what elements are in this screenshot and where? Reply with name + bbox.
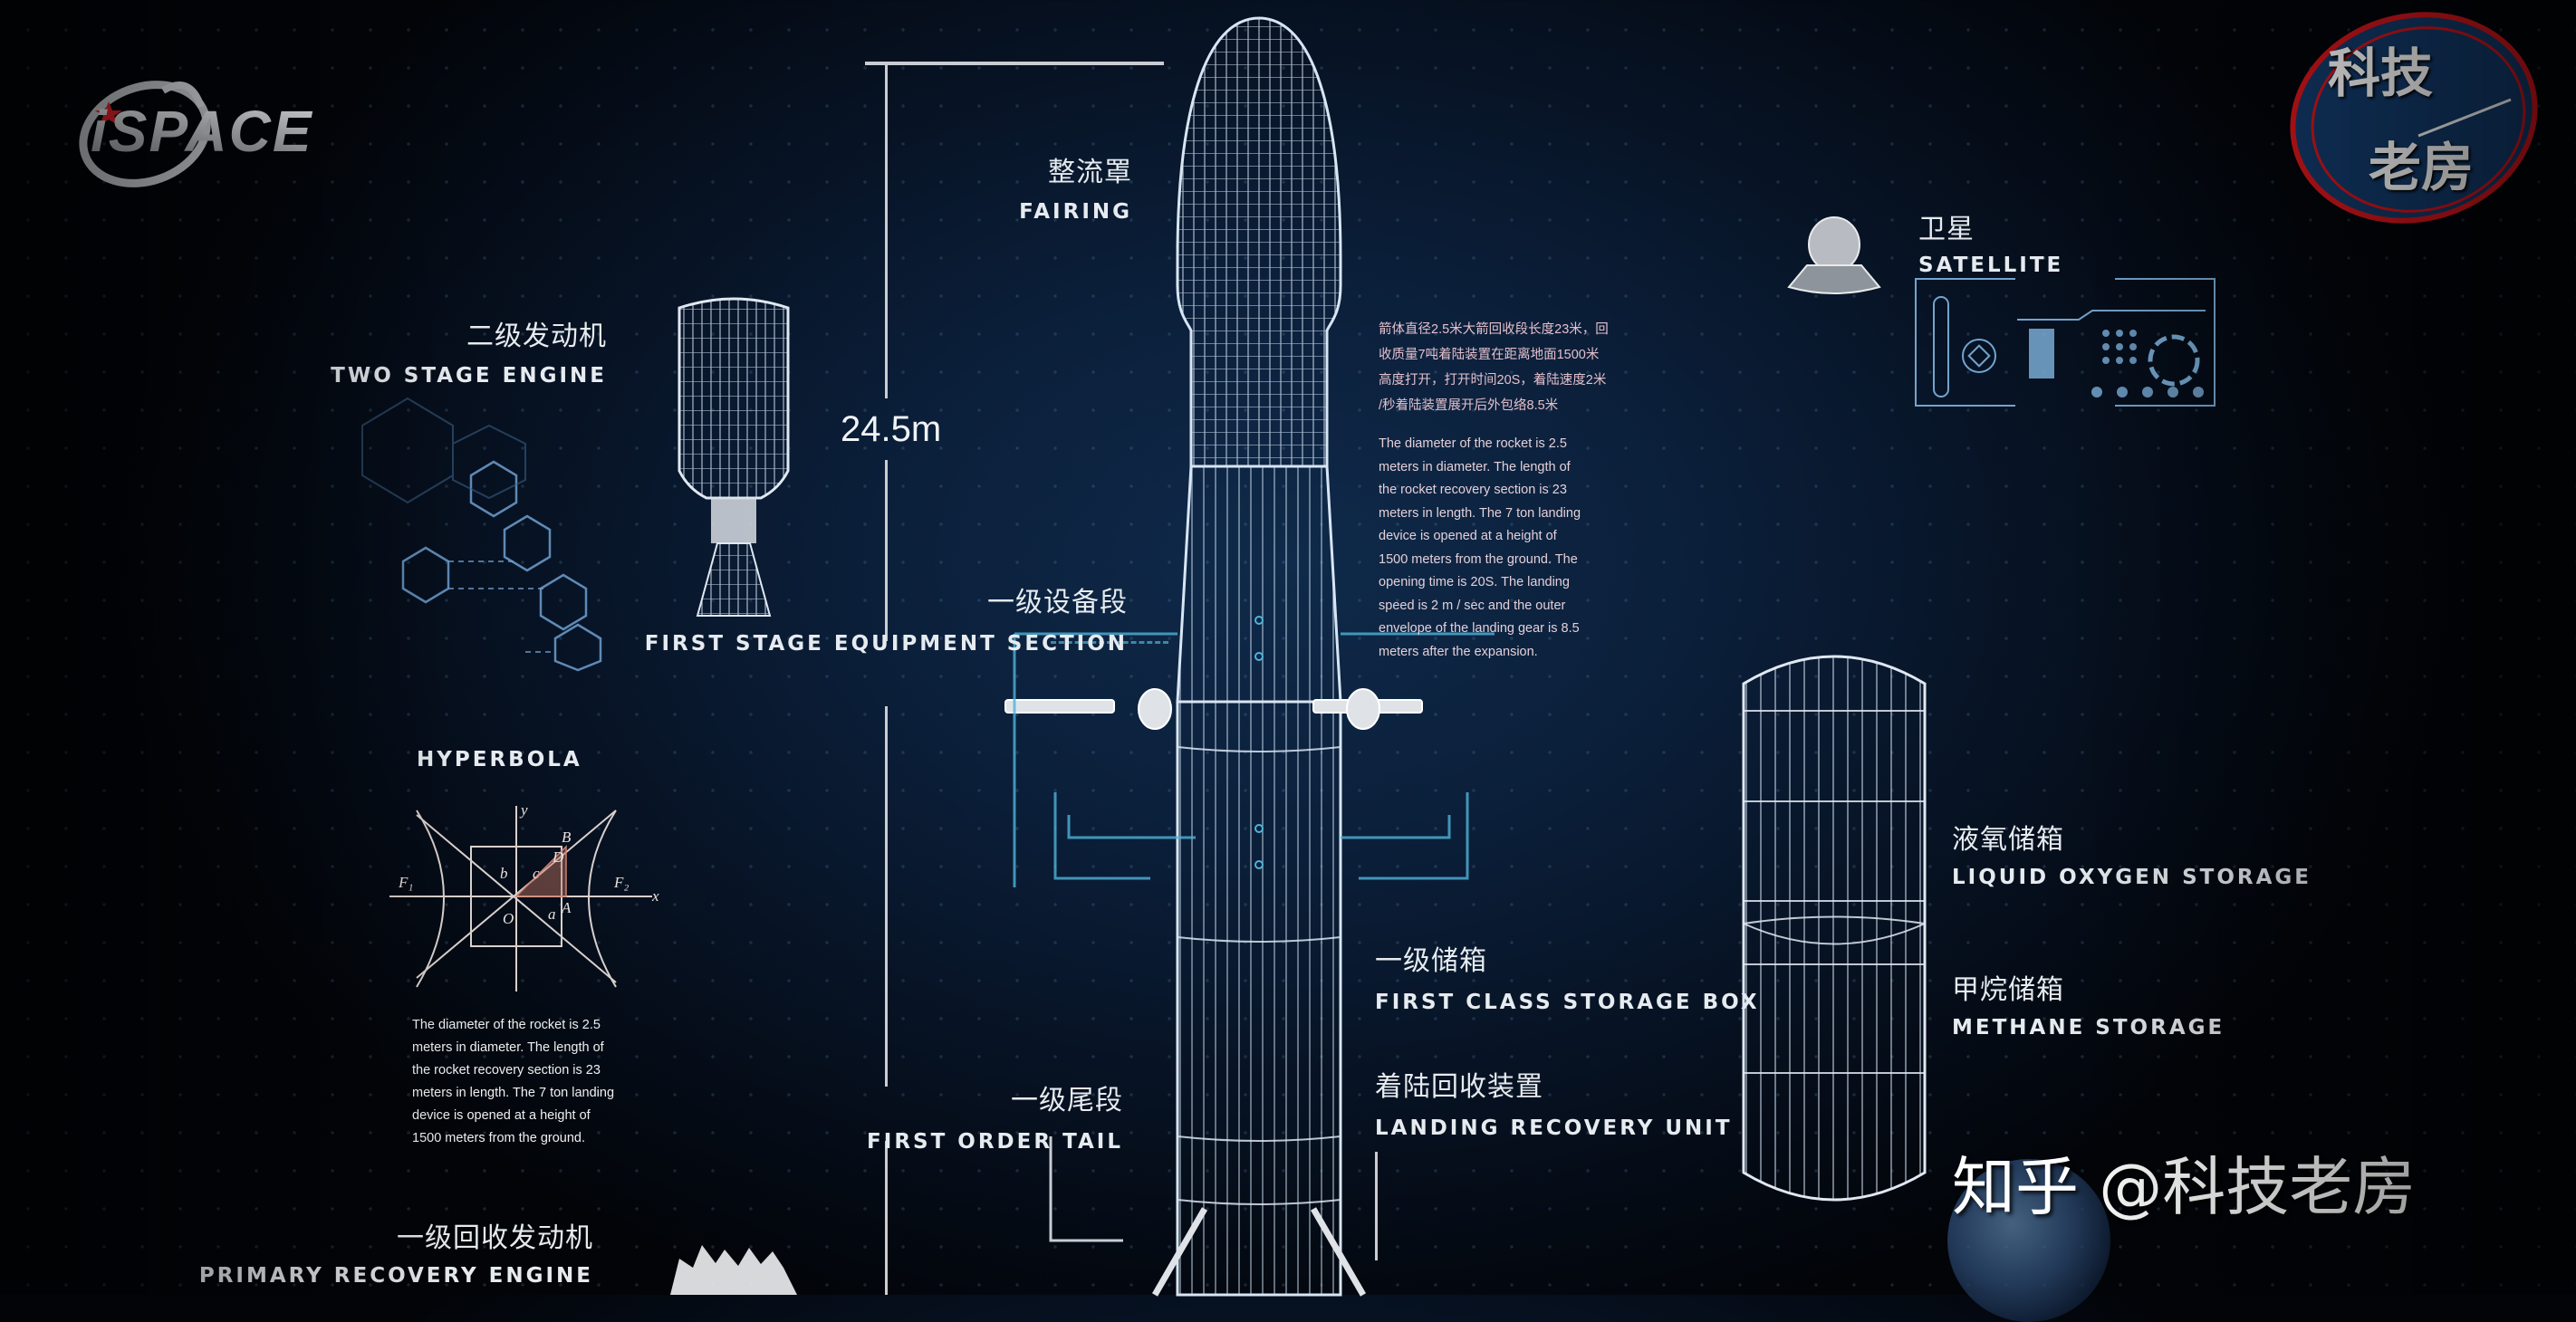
- two-stage-engine-cn: 二级发动机: [466, 321, 607, 352]
- point-b-label: B: [562, 829, 572, 846]
- note-line: meters in length. The 7 ton landing: [412, 1086, 615, 1100]
- label-satellite: 卫星 SATELLITE: [1918, 206, 2244, 277]
- hyperbola-diagram: y x F₁ F₂ O A B D a b c: [389, 801, 659, 992]
- primary-recovery-engine-cn: 一级回收发动机: [397, 1222, 593, 1254]
- dimension-line-upper: [885, 63, 888, 398]
- two-stage-engine-en: TWO STAGE ENGINE: [331, 364, 607, 388]
- segment-b-label: b: [500, 865, 508, 882]
- note-line: The diameter of the rocket is 2.5: [412, 1018, 601, 1032]
- height-label: 24.5m: [841, 409, 942, 449]
- hyperbola-title: HYPERBOLA: [417, 748, 582, 771]
- badge-line-1: 科技: [2328, 43, 2434, 104]
- origin-label: O: [503, 910, 514, 927]
- logo-text: iSPACE: [91, 99, 313, 164]
- tail-bracket: [1049, 1136, 1123, 1242]
- note-line: meters in length. The 7 ton landing: [1379, 505, 1581, 521]
- ispace-logo: iSPACE: [36, 63, 362, 199]
- channel-badge: 科技 老房: [2283, 9, 2545, 226]
- focus-left-label: F₁: [398, 874, 413, 891]
- landing-leader-line: [1375, 1152, 1378, 1260]
- note-line: 1500 meters from the ground.: [412, 1131, 586, 1145]
- note-line: meters in diameter. The length of: [1379, 459, 1571, 474]
- axis-y-label: y: [519, 801, 528, 819]
- note-line: meters after the expansion.: [1379, 644, 1538, 659]
- label-fairing: 整流罩 FAIRING: [906, 149, 1132, 224]
- recovery-engine-cluster: [670, 1245, 797, 1295]
- label-primary-recovery-engine: 一级回收发动机 PRIMARY RECOVERY ENGINE: [181, 1215, 593, 1288]
- primary-recovery-engine-en: PRIMARY RECOVERY ENGINE: [198, 1264, 593, 1288]
- hexagon-network: [361, 397, 602, 672]
- note-line: the rocket recovery section is 23: [1379, 483, 1567, 497]
- focus-right-label: F₂: [613, 874, 629, 891]
- storage-tank-wireframe: [1742, 655, 1927, 1202]
- label-first-order-tail: 一级尾段 FIRST ORDER TAIL: [851, 1078, 1123, 1154]
- satellite-en: SATELLITE: [1918, 254, 2064, 277]
- note-line: 箭体直径2.5米大箭回收段长度23米，回: [1379, 322, 1609, 337]
- axis-x-label: x: [651, 887, 659, 905]
- fairing-en: FAIRING: [1019, 200, 1132, 224]
- label-methane: 甲烷储箱 METHANE STORAGE: [1952, 967, 2369, 1039]
- methane-en: METHANE STORAGE: [1952, 1016, 2225, 1039]
- note-line: envelope of the landing gear is 8.5: [1379, 621, 1580, 636]
- note-line: opening time is 20S. The landing: [1379, 575, 1570, 589]
- second-stage-engine-wireframe: [678, 297, 790, 617]
- note-line: 1500 meters from the ground. The: [1379, 551, 1578, 567]
- note-left-en: The diameter of the rocket is 2.5 meters…: [412, 1014, 657, 1150]
- note-center-cn: 箭体直径2.5米大箭回收段长度23米，回 收质量7吨着陆装置在距离地面1500米…: [1379, 317, 1623, 418]
- note-line: 高度打开，打开时间20S，着陆速度2米: [1379, 373, 1607, 388]
- first-order-tail-cn: 一级尾段: [1011, 1085, 1123, 1116]
- note-center-en: The diameter of the rocket is 2.5 meters…: [1379, 433, 1623, 664]
- segment-c-label: c: [533, 865, 540, 882]
- segment-a-label: a: [548, 905, 556, 923]
- point-d-label: D: [552, 848, 564, 866]
- zhihu-watermark: 知乎 @科技老房: [1952, 1150, 2417, 1224]
- dimension-line-lower: [885, 706, 888, 1087]
- note-line: device is opened at a height of: [1379, 529, 1557, 543]
- point-a-label: A: [561, 899, 572, 916]
- note-line: The diameter of the rocket is 2.5: [1379, 436, 1567, 451]
- satellite-icon: [1787, 216, 1881, 294]
- fairing-cn: 整流罩: [1048, 157, 1132, 188]
- note-line: speed is 2 m / sec and the outer: [1379, 598, 1566, 613]
- first-stage-equipment-en: FIRST STAGE EQUIPMENT SECTION: [644, 632, 1128, 656]
- note-line: device is opened at a height of: [412, 1108, 591, 1123]
- note-line: 收质量7吨着陆装置在距离地面1500米: [1379, 348, 1600, 362]
- fairing-shape: [1176, 16, 1342, 468]
- label-liquid-oxygen: 液氧储箱 LIQUID OXYGEN STORAGE: [1952, 817, 2369, 889]
- note-line: the rocket recovery section is 23: [412, 1063, 601, 1078]
- satellite-hud-panel: [1915, 278, 2216, 407]
- label-two-stage-engine: 二级发动机 TWO STAGE ENGINE: [272, 313, 607, 388]
- note-line: /秒着陆装置展开后外包络8.5米: [1379, 398, 1559, 413]
- first-order-tail-en: FIRST ORDER TAIL: [867, 1130, 1123, 1154]
- note-line: meters in diameter. The length of: [412, 1040, 604, 1055]
- satellite-cn: 卫星: [1918, 214, 1975, 245]
- badge-line-2: 老房: [2369, 137, 2475, 198]
- dimension-line-bottom: [885, 1141, 888, 1295]
- liquid-oxygen-en: LIQUID OXYGEN STORAGE: [1952, 866, 2312, 889]
- liquid-oxygen-cn: 液氧储箱: [1952, 824, 2064, 856]
- methane-cn: 甲烷储箱: [1952, 974, 2064, 1006]
